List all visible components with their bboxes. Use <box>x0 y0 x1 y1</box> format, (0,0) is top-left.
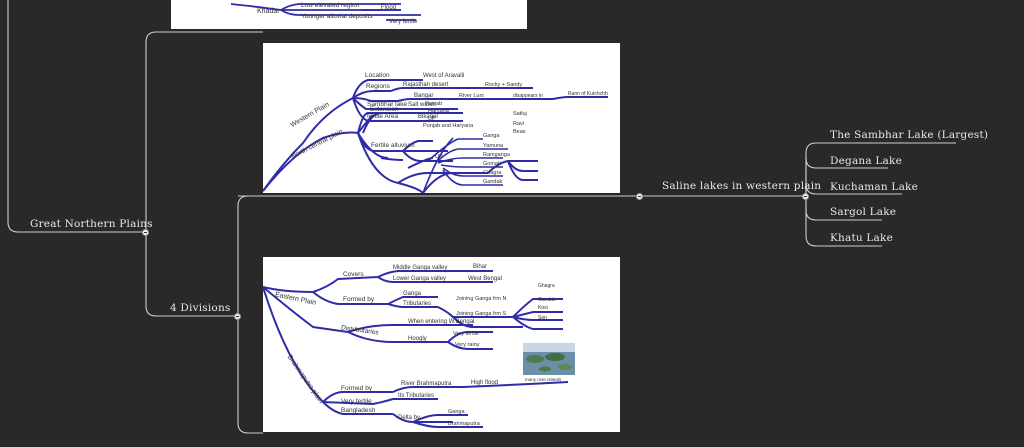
img-text-rajasthan-desert: Rajasthan desert <box>403 82 449 88</box>
img-text-salt-water: Salt water <box>408 102 435 108</box>
img-text-bangar: Bangar <box>414 93 433 99</box>
img-text-north-central-plain: North central plain <box>290 128 344 160</box>
img-text-yamuna: Yamuna <box>483 143 504 149</box>
img-text-location: Location <box>365 72 390 79</box>
img-text-covers: Covers <box>343 271 364 278</box>
img-text-punjab: Punjab <box>425 101 442 107</box>
img-text-extension: Extension <box>370 106 399 113</box>
img-text-up2: UP <box>435 154 443 160</box>
img-text-bangladesh: Bangladesh <box>341 407 376 414</box>
img-text-west-of-aravalli: West of Aravalli <box>423 73 464 79</box>
collapse-toggle-divisions[interactable] <box>234 313 241 320</box>
img-text-haryana: Haryana <box>428 108 450 114</box>
collapse-toggle-lakes[interactable] <box>802 193 809 200</box>
img-text-rann-of-kutch: Rann of Kutchchh <box>568 91 608 97</box>
node-lake-sargol[interactable]: Sargol Lake <box>830 206 897 218</box>
img-text-younger-alluvial: Younger alluvial deposits <box>301 13 373 20</box>
image-western-plain-map[interactable]: Location West of Aravalli Regions Rajast… <box>263 43 620 193</box>
img-text-kosi: Kosi <box>538 305 548 311</box>
node-lake-degana[interactable]: Degana Lake <box>830 155 902 167</box>
img-text-delta-by: Delta by <box>398 415 420 421</box>
img-text-many-islands: many river islands <box>525 377 562 382</box>
img-text-gomati: Gomati <box>483 161 501 167</box>
img-text-khadar: Khadar <box>257 8 280 15</box>
img-text-sambhar-lake: Sambhar lake <box>367 101 407 108</box>
img-text-tributaries: Tributaries <box>403 301 431 307</box>
node-great-northern-plains[interactable]: Great Northern Plains <box>30 218 153 230</box>
img-text-brahmaputra-plain: Brahmaputra plain <box>286 354 325 405</box>
img-text-river-brahmaputra: River Brahmaputra <box>401 381 452 387</box>
img-text-river-luni: River Luni <box>459 93 484 99</box>
img-text-middle-ganga-valley: Middle Ganga valley <box>393 265 447 271</box>
img-text-western-plain: Western Plain <box>289 101 330 129</box>
img-text-west-bengal: West Bengal <box>468 276 502 282</box>
img-text-ganga: Ganga <box>403 291 422 297</box>
connector-root-upper <box>145 31 263 232</box>
node-lake-khatu[interactable]: Khatu Lake <box>830 232 893 244</box>
node-4-divisions[interactable]: 4 Divisions <box>170 302 231 314</box>
collapse-toggle-root[interactable] <box>142 229 149 236</box>
img-text-lower-ganga-valley: Lower Ganga valley <box>393 276 446 282</box>
img-text-disappears-in: disappears in <box>513 93 543 99</box>
img-text-high-flood: High flood <box>471 380 498 386</box>
img-text-very-fertile2: Very fertile <box>341 398 372 405</box>
connector-divisions-middle <box>237 195 263 316</box>
img-text-beas: Beas <box>513 129 526 135</box>
img-text-low-elevated: Low elevated region <box>301 2 360 9</box>
img-text-very-fertile: Very fertile <box>389 19 418 25</box>
collapse-toggle-saline[interactable] <box>636 193 643 200</box>
img-text-punjab-and-haryana: Punjab and Haryana <box>423 123 474 129</box>
img-text-hoogly: Hoogly <box>408 336 427 342</box>
img-text-ravi: Ravi <box>513 121 524 127</box>
img-text-its-tributaries: Its Tributaries <box>398 393 434 399</box>
connector-root <box>7 0 146 233</box>
img-text-gandak-e: Gandak <box>538 297 556 303</box>
img-text-very-rainy: Very rainy <box>455 342 480 348</box>
img-text-joining-s: Joining Ganga frm S <box>456 311 506 317</box>
img-text-when-entering: When entering W.Bengal <box>408 319 474 325</box>
img-text-very-fertile-e: Very fertile <box>453 331 479 337</box>
img-text-son: Son <box>538 315 547 321</box>
img-text-regions: Regions <box>366 83 391 90</box>
node-saline-lakes[interactable]: Saline lakes in western plain <box>662 180 822 192</box>
img-text-joining-n: Joining Ganga frm N <box>456 296 506 302</box>
thumbnail-photo <box>523 343 575 375</box>
img-text-bihar: Bihar <box>473 264 487 270</box>
image-eastern-plain-map[interactable]: Eastern Plain Covers Middle Ganga valley… <box>263 257 620 432</box>
img-text-ghagra-e: Ghagra <box>538 283 555 289</box>
img-text-brahmaputra: Brahmaputra <box>448 421 481 427</box>
img-text-ramganga: Ramganga <box>483 152 511 158</box>
img-text-fertile-alluvium: Fertile alluvium <box>371 142 415 149</box>
img-text-up: UP <box>428 116 436 122</box>
connector-root-divisions <box>145 232 238 317</box>
img-text-bikaner: Bikaner <box>418 114 438 120</box>
img-text-gandak: Gandak <box>483 179 503 185</box>
connector-divisions-bottom <box>237 316 263 434</box>
img-text-satluj: Satluj <box>513 111 527 117</box>
node-lake-sambhar[interactable]: The Sambhar Lake (Largest) <box>830 129 989 141</box>
img-text-eastern-plain: Eastern Plain <box>274 291 316 307</box>
img-text-formed-by: Formed by <box>343 296 375 303</box>
img-text-rocky-sandy: Rocky + Sandy <box>485 82 522 88</box>
image-khadar-map[interactable]: Khadar Low elevated region Flood Younger… <box>171 0 527 29</box>
img-text-fertile-area: fertile Area <box>367 113 398 120</box>
img-text-flood: Flood <box>381 5 396 11</box>
img-text-ghagra: Ghagra <box>483 170 502 176</box>
img-text-ganga: Ganga <box>483 133 500 139</box>
node-lake-kuchaman[interactable]: Kuchaman Lake <box>830 181 919 193</box>
img-text-ganga2: Ganga <box>448 409 465 415</box>
img-text-formed-by2: Formed by <box>341 385 373 392</box>
